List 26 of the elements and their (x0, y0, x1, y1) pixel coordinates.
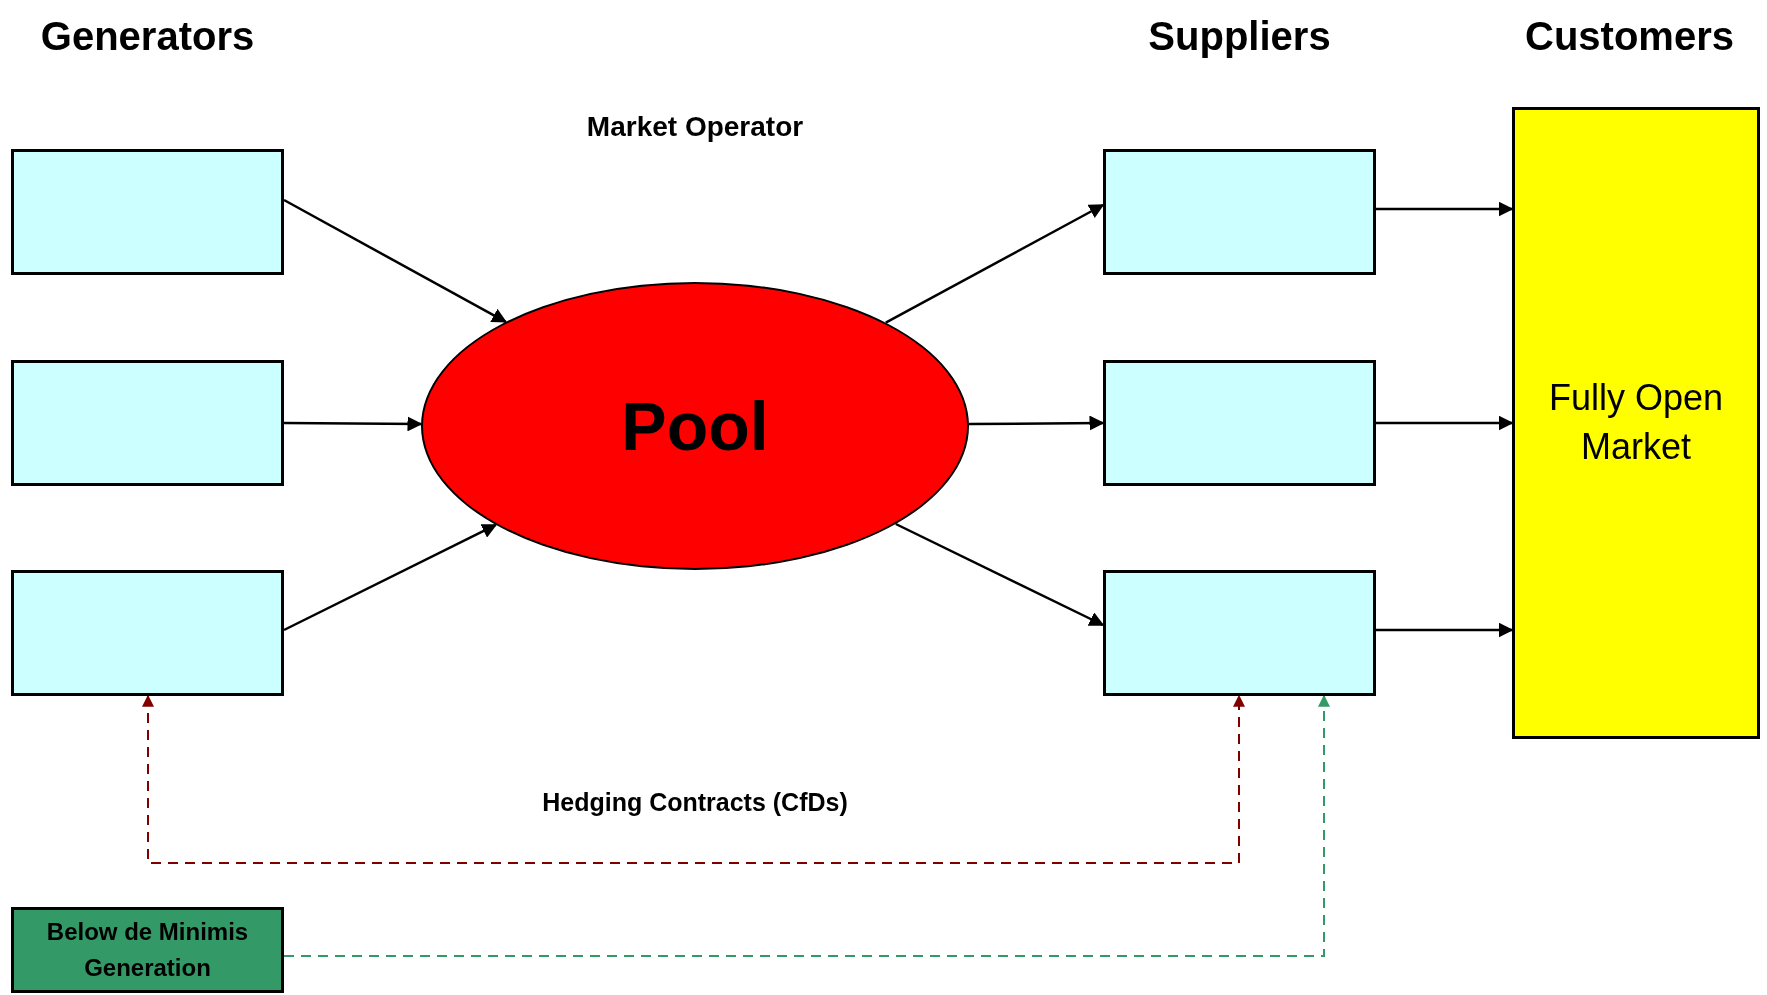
dashed-connector (283, 694, 1330, 957)
node-label: Fully Open Market (1547, 376, 1725, 469)
arrow (895, 522, 1105, 627)
arrow (885, 203, 1105, 324)
dashed-connector (142, 694, 1245, 864)
node-label: Pool (621, 387, 769, 466)
arrow (283, 523, 498, 632)
empty-box (11, 360, 284, 486)
column-heading: Generators (39, 13, 256, 60)
arrow (284, 416, 423, 432)
node-label: Below de Minimis Generation (45, 917, 250, 983)
arrow (1376, 415, 1514, 431)
empty-box (1103, 360, 1376, 486)
generation-box (11, 907, 284, 993)
empty-box (1103, 570, 1376, 696)
empty-box (11, 149, 284, 275)
empty-box (11, 570, 284, 696)
section-label: Market Operator (585, 110, 805, 144)
column-heading: Suppliers (1147, 13, 1332, 60)
arrow (1376, 201, 1514, 217)
market-box (1512, 107, 1760, 739)
arrow (283, 198, 507, 323)
arrow (969, 415, 1105, 431)
arrow (1376, 622, 1514, 638)
empty-box (1103, 149, 1376, 275)
column-heading: Customers (1524, 13, 1735, 60)
